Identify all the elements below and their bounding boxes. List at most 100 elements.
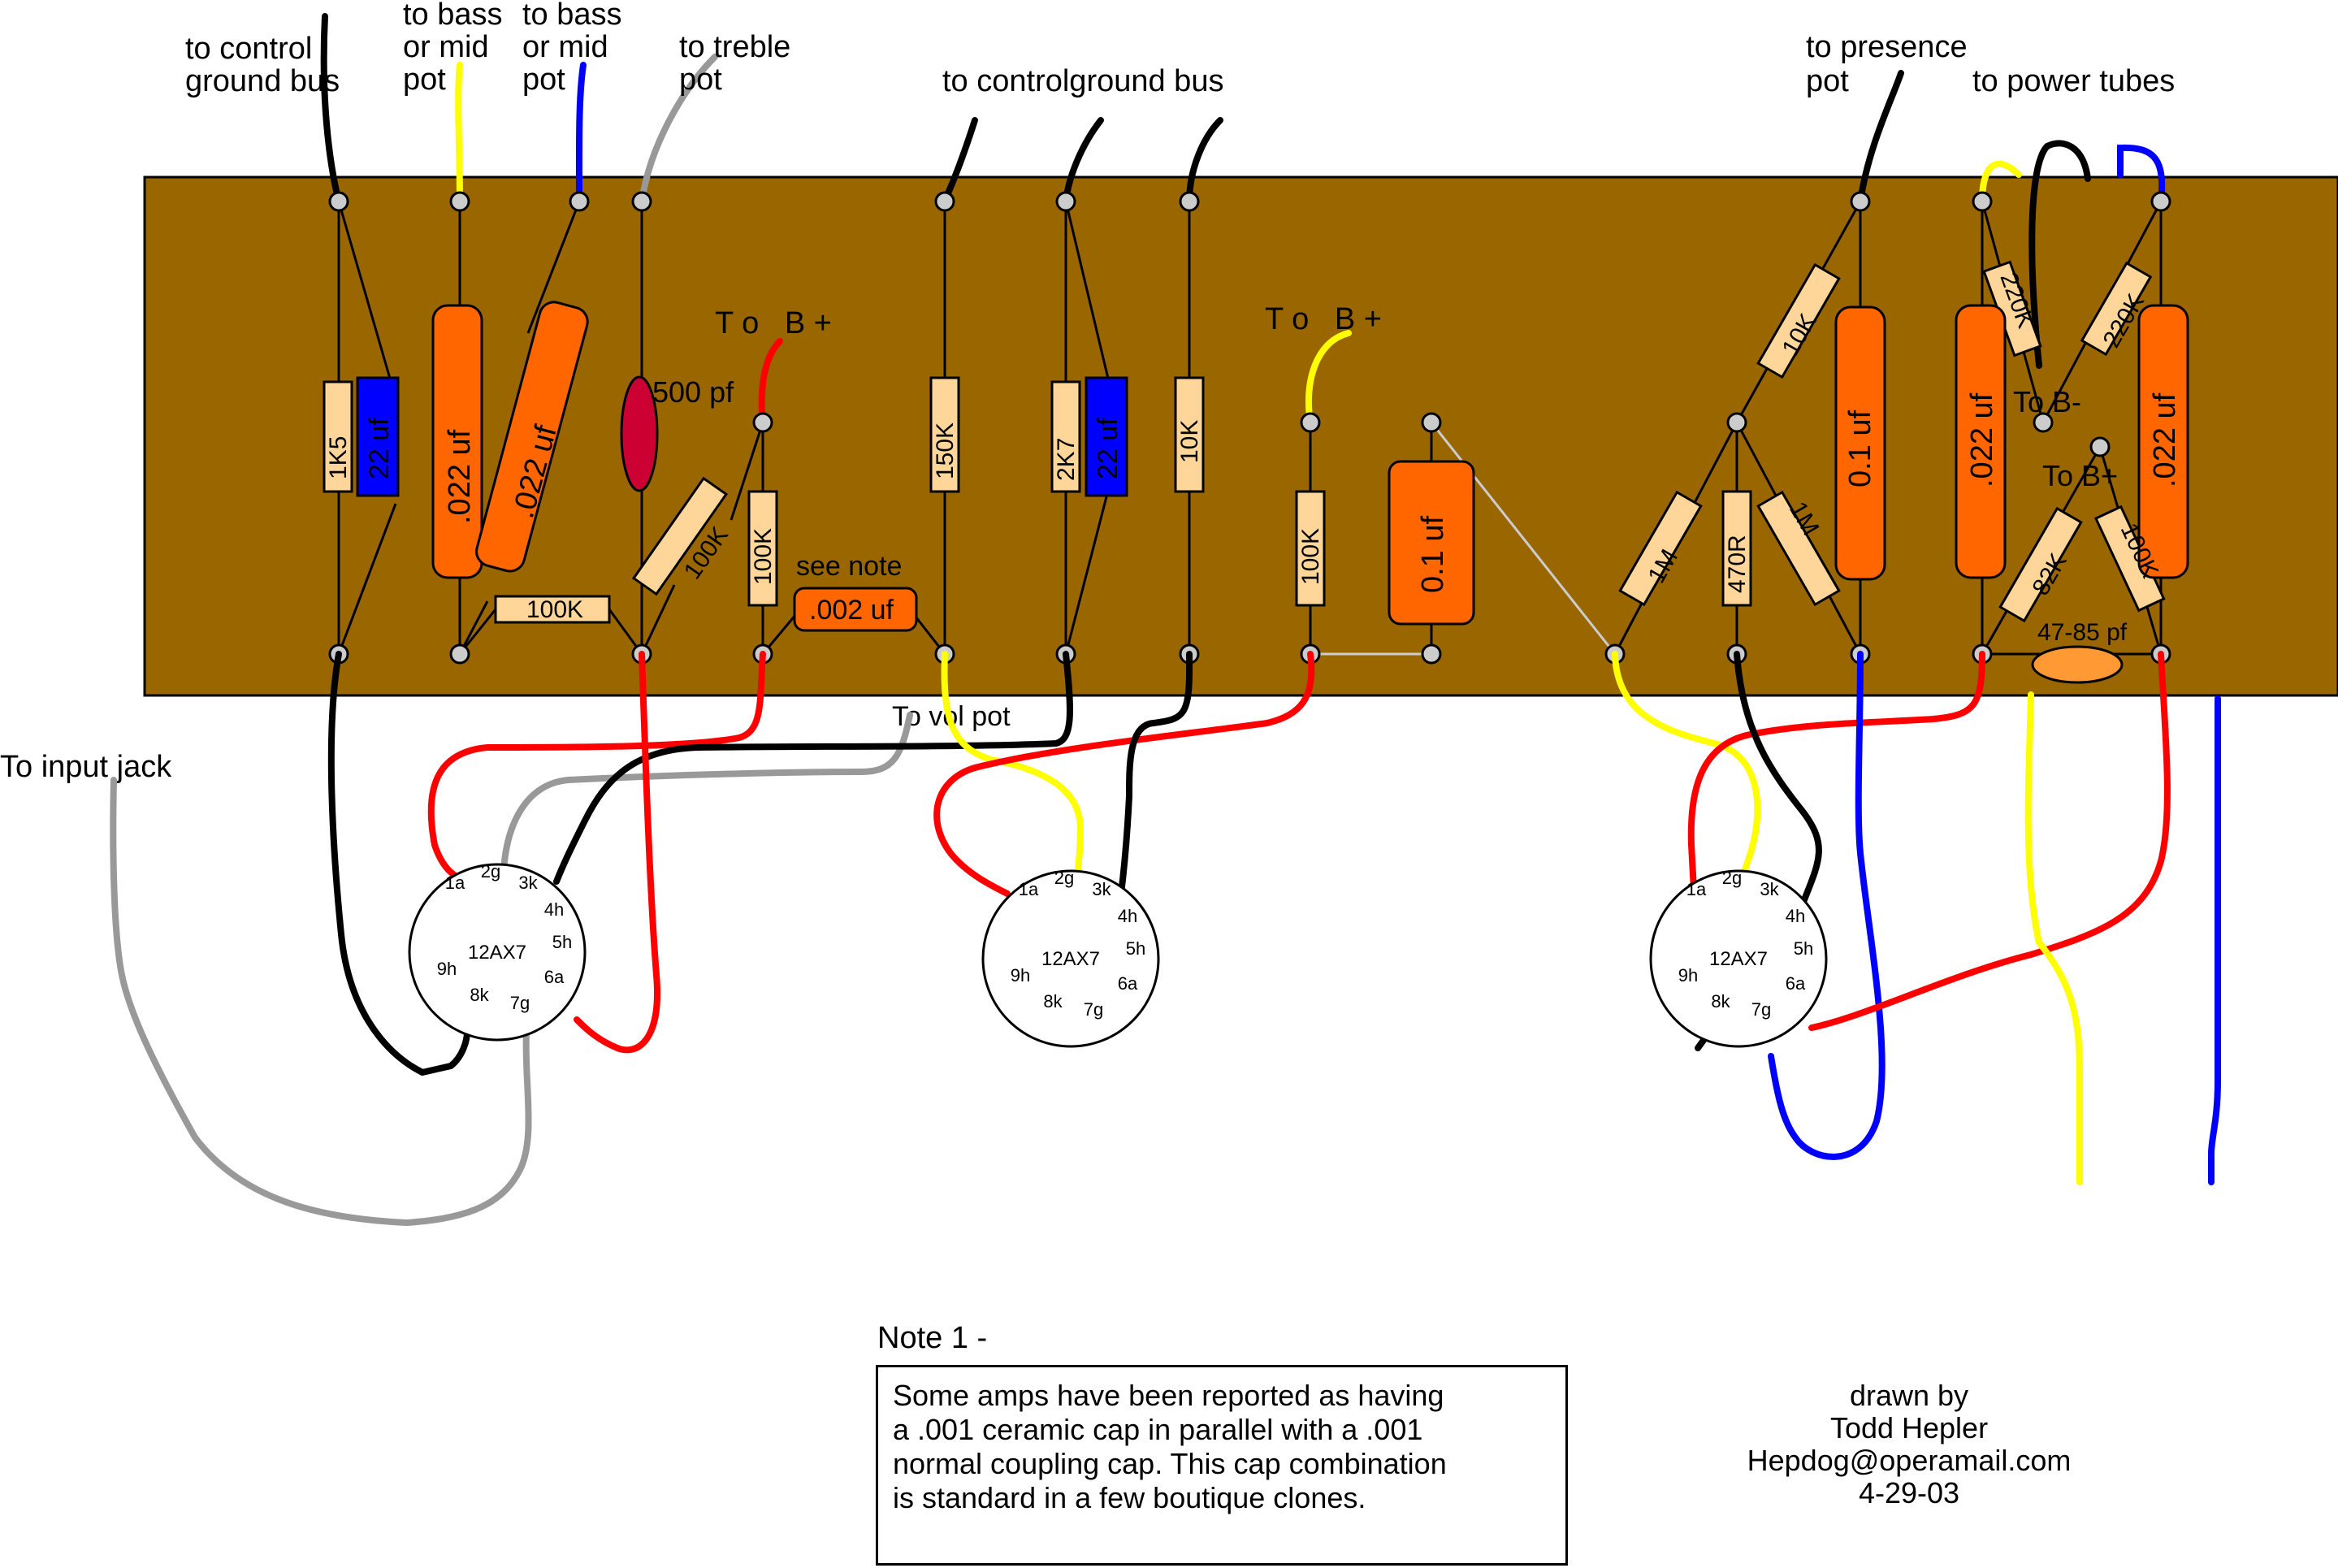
label-100k-h: 100K bbox=[526, 596, 583, 623]
label-to-b-minus: To B- bbox=[2013, 385, 2081, 418]
wire-red-tube2-1a bbox=[933, 651, 1315, 897]
label-47-85pf: 47-85 pf bbox=[2037, 619, 2128, 646]
label-control-ground-mid: to controlground bus bbox=[942, 64, 1223, 98]
wire-yellow-power bbox=[1979, 160, 2022, 205]
resistor-100k-diagonal bbox=[631, 476, 729, 596]
tube-type-label: 12AX7 bbox=[1041, 948, 1100, 970]
cap-022uf-2 bbox=[475, 301, 589, 573]
resistor-1m-2 bbox=[1756, 490, 1841, 607]
tube-pin-label: 6a bbox=[1786, 973, 1806, 994]
label-bass-mid-1c: pot bbox=[403, 63, 446, 97]
tube-pin-label: 2g bbox=[1054, 868, 1074, 888]
resistor-470r bbox=[1721, 490, 1752, 607]
cap-01uf-1 bbox=[1388, 460, 1475, 626]
wire-blue-tube3-7g bbox=[1768, 651, 1886, 1160]
tube-pin-label: 7g bbox=[1751, 999, 1771, 1020]
label-bass-mid-2b: or mid bbox=[522, 30, 608, 64]
cap-022uf-1 bbox=[431, 304, 483, 579]
tube-pin-label: 6a bbox=[1118, 973, 1138, 994]
label-presence-b: pot bbox=[1806, 64, 1849, 98]
label-2k7: 2K7 bbox=[1053, 438, 1080, 481]
resistor-10k-1 bbox=[1174, 376, 1205, 493]
label-470r: 470R bbox=[1724, 535, 1751, 593]
label-100k-v: 100K bbox=[750, 528, 777, 585]
label-01uf-1: 0.1 uf bbox=[1416, 515, 1450, 593]
label-022uf-3: .022 uf bbox=[1965, 392, 1999, 487]
cap-22uf-1 bbox=[356, 376, 400, 497]
label-see-note: see note bbox=[796, 551, 902, 582]
wire-gray-treble bbox=[639, 54, 718, 205]
label-01uf-2: 0.1 uf bbox=[1843, 409, 1877, 487]
cap-022uf-4 bbox=[2137, 304, 2189, 579]
note-line: is standard in a few boutique clones. bbox=[893, 1481, 1366, 1514]
label-to-input-jack: To input jack bbox=[0, 750, 172, 784]
wire-black-tube2-3k bbox=[1118, 651, 1193, 897]
tube-pin-label: 1a bbox=[1019, 879, 1039, 899]
tube-pin-label: 9h bbox=[437, 959, 457, 979]
wire-red-tube1-6a bbox=[574, 651, 661, 1054]
label-22uf-1: 22 uf bbox=[364, 418, 395, 479]
wire-yellow-b-plus-2 bbox=[1305, 330, 1352, 426]
tube-pin-label: 3k bbox=[1092, 879, 1111, 899]
wire-red-tube1-1a bbox=[427, 651, 766, 885]
resistor-10k-2 bbox=[1756, 262, 1841, 379]
label-treble-a: to treble bbox=[679, 30, 790, 64]
tube-pin-label: 3k bbox=[1760, 879, 1779, 899]
tube-type-label: 12AX7 bbox=[1709, 948, 1768, 970]
label-bass-mid-1b: or mid bbox=[403, 30, 489, 64]
label-10k-1: 10K bbox=[1176, 420, 1203, 463]
cap-022uf-3 bbox=[1955, 304, 2007, 579]
wire-yellow-tube2-2g bbox=[941, 651, 1084, 889]
wire-blue-power-out bbox=[2208, 695, 2221, 1185]
cap-01uf-2 bbox=[1834, 305, 1886, 581]
label-bass-mid-2c: pot bbox=[522, 63, 565, 97]
tube-pin-label: 5h bbox=[552, 932, 572, 952]
label-to-b-plus-1: T o B + bbox=[715, 306, 832, 340]
label-500pf: 500 pf bbox=[652, 375, 734, 409]
credit-author: Todd Hepler bbox=[1829, 1411, 1989, 1445]
label-bass-mid-2a: to bass bbox=[522, 0, 622, 32]
label-022uf-4: .022 uf bbox=[2148, 392, 2182, 487]
tube-pin-label: 3k bbox=[518, 873, 538, 893]
tube-type-label: 12AX7 bbox=[468, 942, 526, 964]
wire-blue-power bbox=[2117, 144, 2166, 205]
label-22uf-2: 22 uf bbox=[1093, 418, 1124, 479]
note-title: Note 1 - bbox=[877, 1321, 988, 1355]
credit-line: drawn by bbox=[1849, 1379, 1969, 1412]
wire-yellow-bass-1 bbox=[455, 62, 463, 205]
cap-002uf bbox=[793, 587, 918, 632]
tube-pin-label: 8k bbox=[470, 985, 489, 1005]
label-to-b-plus-2: T o B + bbox=[1265, 302, 1382, 336]
wire-red-b-plus-1 bbox=[758, 338, 783, 426]
tube-socket-3 bbox=[1649, 869, 1828, 1048]
resistor-220k-2 bbox=[2080, 261, 2153, 357]
resistor-1k5 bbox=[323, 380, 353, 493]
wire-black-tube1-3k bbox=[553, 651, 1073, 885]
cap-500pf bbox=[620, 375, 659, 492]
tube-pin-label: 4h bbox=[1118, 906, 1137, 926]
resistor-82k bbox=[1998, 506, 2083, 623]
note-line: a .001 ceramic cap in parallel with a .0… bbox=[893, 1413, 1423, 1446]
label-treble-b: pot bbox=[679, 63, 722, 97]
label-100k-v2: 100K bbox=[1297, 528, 1324, 585]
tube-pin-label: 2g bbox=[1722, 868, 1742, 888]
tube-pin-label: 5h bbox=[1126, 938, 1145, 959]
label-bass-mid-1a: to bass bbox=[403, 0, 503, 32]
resistor-2k7 bbox=[1050, 380, 1081, 493]
resistor-100k-horizontal bbox=[494, 595, 611, 624]
resistor-1m-1 bbox=[1618, 490, 1703, 607]
tube-pin-label: 7g bbox=[1084, 999, 1103, 1020]
wire-gray-input bbox=[110, 777, 532, 1226]
cap-47-85pf bbox=[2031, 645, 2124, 684]
wire-red-tube3-1a bbox=[1687, 651, 1985, 893]
label-150k: 150K bbox=[932, 422, 959, 479]
tube-pin-label: 6a bbox=[544, 967, 565, 987]
tube-pin-label: 4h bbox=[1786, 906, 1805, 926]
tube-pin-label: 1a bbox=[445, 873, 465, 893]
credit-block: drawn by Todd Hepler Hepdog@operamail.co… bbox=[1690, 1380, 2128, 1510]
tube-socket-1 bbox=[408, 863, 587, 1042]
wire-yellow-power-out bbox=[2024, 691, 2083, 1185]
credit-email: Hepdog@operamail.com bbox=[1747, 1444, 2072, 1477]
tube-pin-label: 1a bbox=[1686, 879, 1707, 899]
